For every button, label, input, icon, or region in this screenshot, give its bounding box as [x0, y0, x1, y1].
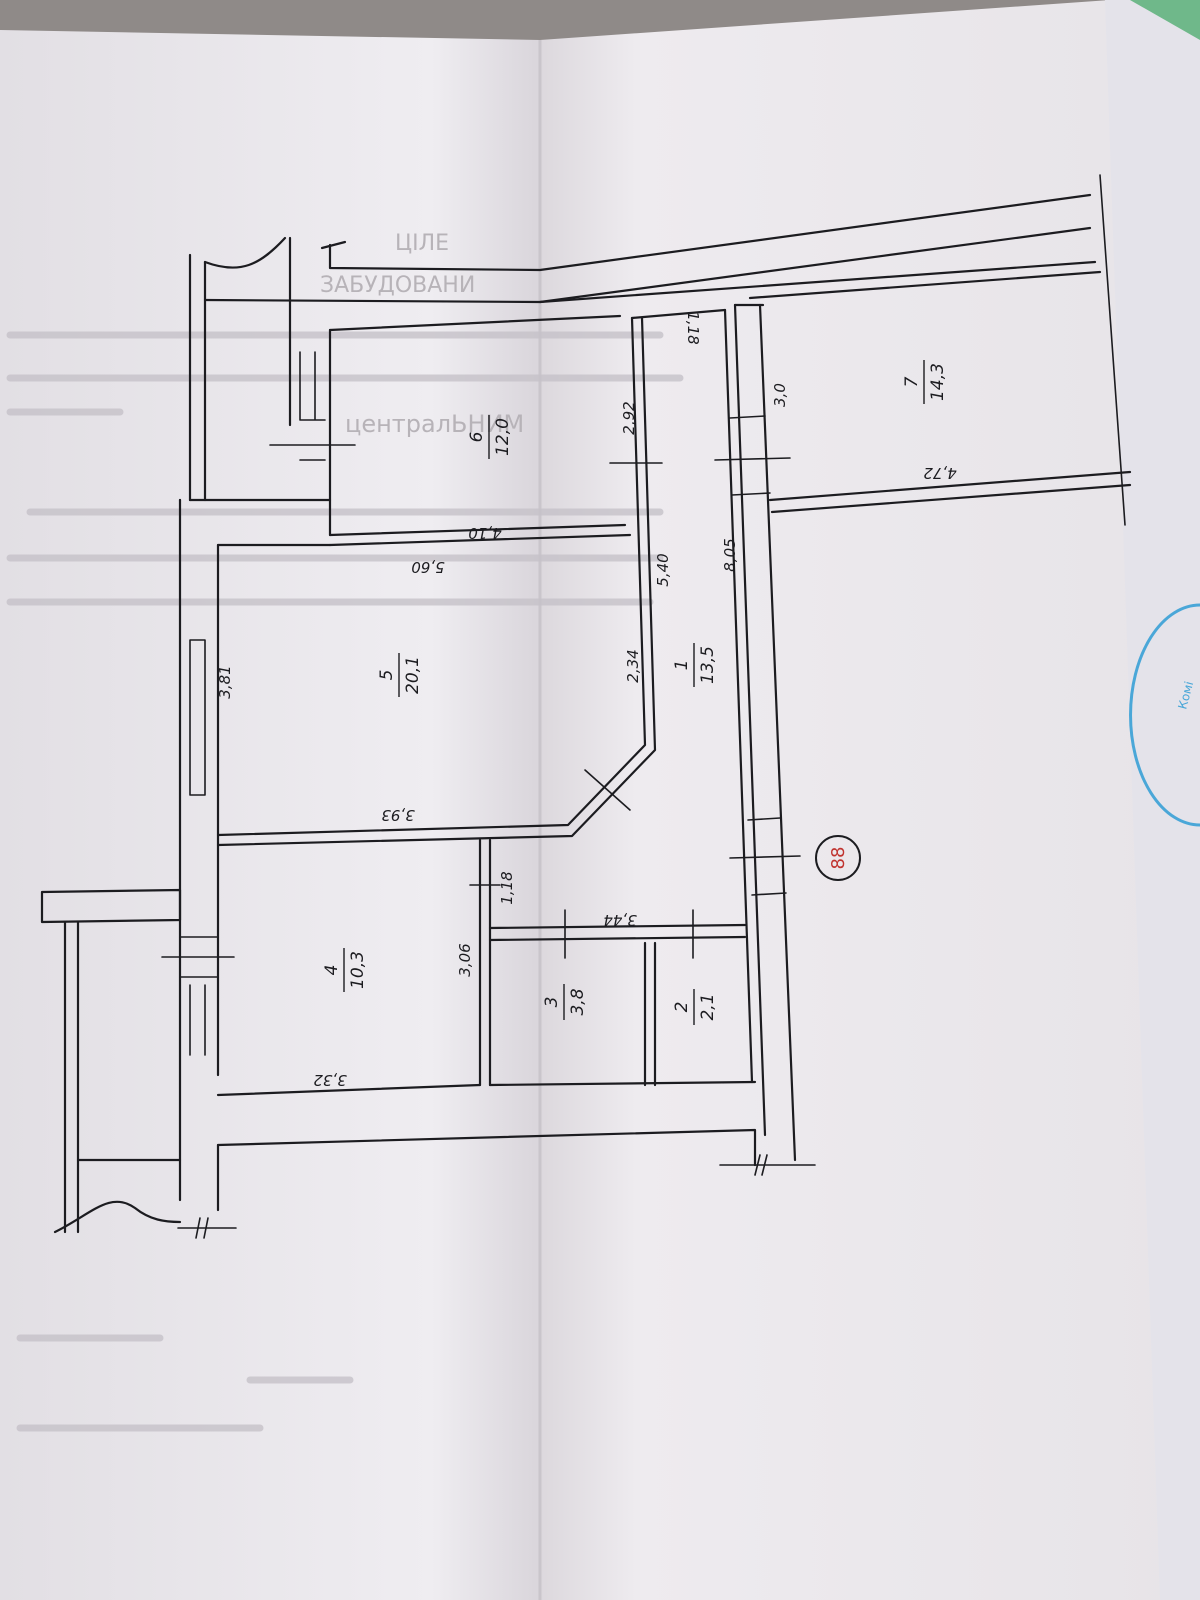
- room-2-number: 2: [672, 1002, 692, 1013]
- room-7-number: 7: [902, 376, 922, 387]
- room-label-4: 4 10,3: [322, 948, 368, 992]
- show-through-title: ЦІЛЕ: [395, 231, 449, 256]
- show-through-line: централЬНИМ: [345, 410, 524, 438]
- room-4-number: 4: [322, 965, 342, 976]
- room-5-area: 20,1: [403, 656, 423, 694]
- dimension-labels: 1,18 3,0 2,92 4,72 4,10 5,60 5,40 8,05 3…: [216, 311, 957, 1089]
- dim-label: 8,05: [721, 538, 739, 571]
- room-6-number: 6: [467, 431, 487, 442]
- room-label-7: 7 14,3: [902, 360, 948, 404]
- left-page: [0, 30, 540, 1600]
- room-2-area: 2,1: [698, 993, 718, 1020]
- room-5-number: 5: [377, 670, 397, 681]
- flat-number-mark: 88: [815, 835, 861, 881]
- room-label-3: 3 3,8: [542, 984, 588, 1020]
- dim-label: 4,10: [468, 524, 501, 542]
- dim-label: 5,60: [411, 558, 444, 576]
- flat-number: 88: [828, 847, 849, 870]
- room-6-area: 12,0: [493, 418, 513, 456]
- dim-label: 3,32: [313, 1071, 346, 1089]
- room-7-area: 14,3: [928, 363, 948, 401]
- dim-label: 2,92: [620, 401, 638, 434]
- room-3-number: 3: [542, 997, 562, 1008]
- room-label-6: 6 12,0: [467, 415, 513, 459]
- room-label-1: 1 13,5: [672, 643, 718, 687]
- green-corner: [1130, 0, 1200, 40]
- dim-label: 4,72: [923, 464, 956, 482]
- room-4-area: 10,3: [348, 951, 368, 989]
- dim-label: 1,18: [684, 311, 702, 344]
- show-through-text-lines: [6, 331, 684, 1432]
- room-label-2: 2 2,1: [672, 989, 718, 1025]
- room-label-5: 5 20,1: [377, 653, 423, 697]
- dim-label: 3,0: [771, 383, 789, 407]
- round-stamp: [1129, 603, 1200, 827]
- dim-label: 3,06: [456, 943, 474, 976]
- dim-label: 1,18: [498, 871, 516, 904]
- dim-label: 2,34: [624, 649, 642, 682]
- right-page: [540, 0, 1180, 1600]
- dim-label: 3,93: [381, 806, 414, 824]
- dim-label: 3,81: [216, 665, 234, 698]
- floor-plan: [40, 174, 1132, 1239]
- room-1-number: 1: [672, 660, 692, 671]
- back-sheet: [1105, 0, 1200, 1600]
- room-1-area: 13,5: [698, 646, 718, 684]
- room-3-area: 3,8: [568, 988, 588, 1015]
- show-through-line: ЗАБУДОВАНИ: [320, 273, 475, 298]
- dim-label: 3,44: [603, 911, 636, 929]
- dim-label: 5,40: [654, 553, 672, 586]
